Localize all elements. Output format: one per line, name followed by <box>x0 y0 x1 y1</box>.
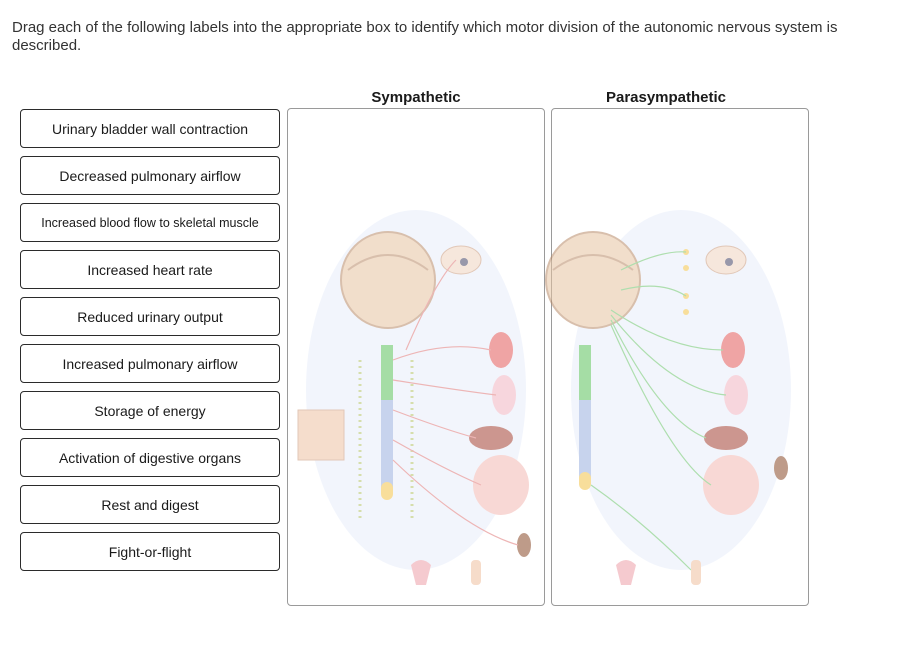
parasympathetic-dropzone[interactable] <box>551 108 809 606</box>
label-bank: Urinary bladder wall contraction Decreas… <box>20 109 280 579</box>
draggable-label[interactable]: Fight-or-flight <box>20 532 280 571</box>
parasympathetic-header: Parasympathetic <box>605 89 727 106</box>
draggable-label[interactable]: Activation of digestive organs <box>20 438 280 477</box>
draggable-label[interactable]: Reduced urinary output <box>20 297 280 336</box>
draggable-label[interactable]: Rest and digest <box>20 485 280 524</box>
sympathetic-header: Sympathetic <box>371 89 461 106</box>
draggable-label[interactable]: Storage of energy <box>20 391 280 430</box>
draggable-label[interactable]: Increased pulmonary airflow <box>20 344 280 383</box>
instructions-text: Drag each of the following labels into t… <box>12 19 838 54</box>
draggable-label[interactable]: Decreased pulmonary airflow <box>20 156 280 195</box>
draggable-label[interactable]: Increased heart rate <box>20 250 280 289</box>
draggable-label[interactable]: Urinary bladder wall contraction <box>20 109 280 148</box>
sympathetic-dropzone[interactable] <box>287 108 545 606</box>
draggable-label[interactable]: Increased blood flow to skeletal muscle <box>20 203 280 242</box>
